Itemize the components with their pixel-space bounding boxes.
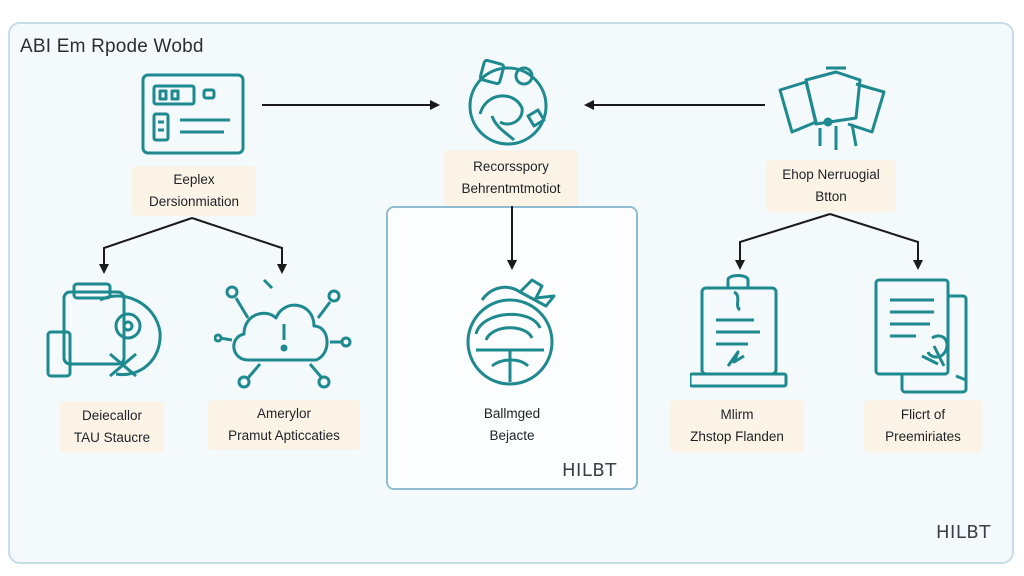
monitor-dashboard-icon	[141, 73, 245, 155]
node-label-line2: Zhstop Flanden	[690, 429, 784, 444]
node-label-line2: Btton	[815, 189, 847, 204]
node-label-line2: Pramut Apticcaties	[228, 428, 340, 443]
arrow-right-split-b	[829, 213, 923, 270]
node-label-line2: TAU Staucre	[73, 430, 151, 445]
node-label-line2: Bejacte	[489, 428, 535, 443]
node-label-center-top: Recorsspory Behrentmtmotiot	[444, 150, 578, 206]
node-label-line2: Dersionmiation	[148, 194, 240, 209]
panel-watermark: HILBT	[562, 460, 617, 481]
node-label-right-b: Flicrt of Preemiriates	[864, 400, 982, 452]
corner-watermark: HILBT	[936, 522, 991, 543]
node-label-left-top: Eeplex Dersionmiation	[132, 166, 256, 216]
node-label-line2: Preemiriates	[885, 429, 961, 444]
node-label-line1: Ehop Nerruogial	[782, 167, 880, 182]
node-label-center: Ballmged Bejacte	[460, 400, 564, 450]
multi-folder-icon	[778, 66, 886, 150]
node-label-left-a: Deiecallor TAU Staucre	[60, 402, 164, 452]
node-label-line1: Deiecallor	[81, 408, 143, 423]
arrow-left-split-a	[99, 217, 193, 274]
clipboard-document-icon	[690, 274, 788, 388]
diagram-title: ABI Em Rpode Wobd	[20, 36, 204, 57]
node-label-line1: Eeplex	[173, 172, 215, 187]
node-label-right-a: Mlirm Zhstop Flanden	[670, 400, 804, 452]
arrow-left-split-b	[191, 217, 287, 274]
globe-hand-icon	[466, 278, 556, 386]
shield-device-icon	[46, 282, 162, 378]
node-label-line1: Recorsspory	[473, 159, 549, 174]
node-label-line2: Behrentmtmotiot	[461, 181, 561, 196]
cloud-alert-network-icon	[214, 278, 352, 389]
node-label-line1: Mlirm	[720, 407, 754, 422]
node-label-right-top: Ehop Nerruogial Btton	[766, 160, 896, 212]
node-label-line1: Amerylor	[256, 406, 311, 421]
stacked-documents-icon	[874, 278, 968, 394]
node-label-line1: Flicrt of	[900, 407, 946, 422]
node-label-left-b: Amerylor Pramut Apticcaties	[208, 400, 360, 450]
globe-gears-icon	[468, 58, 548, 146]
arrow-right-split-a	[735, 213, 831, 270]
node-label-line1: Ballmged	[483, 406, 541, 421]
